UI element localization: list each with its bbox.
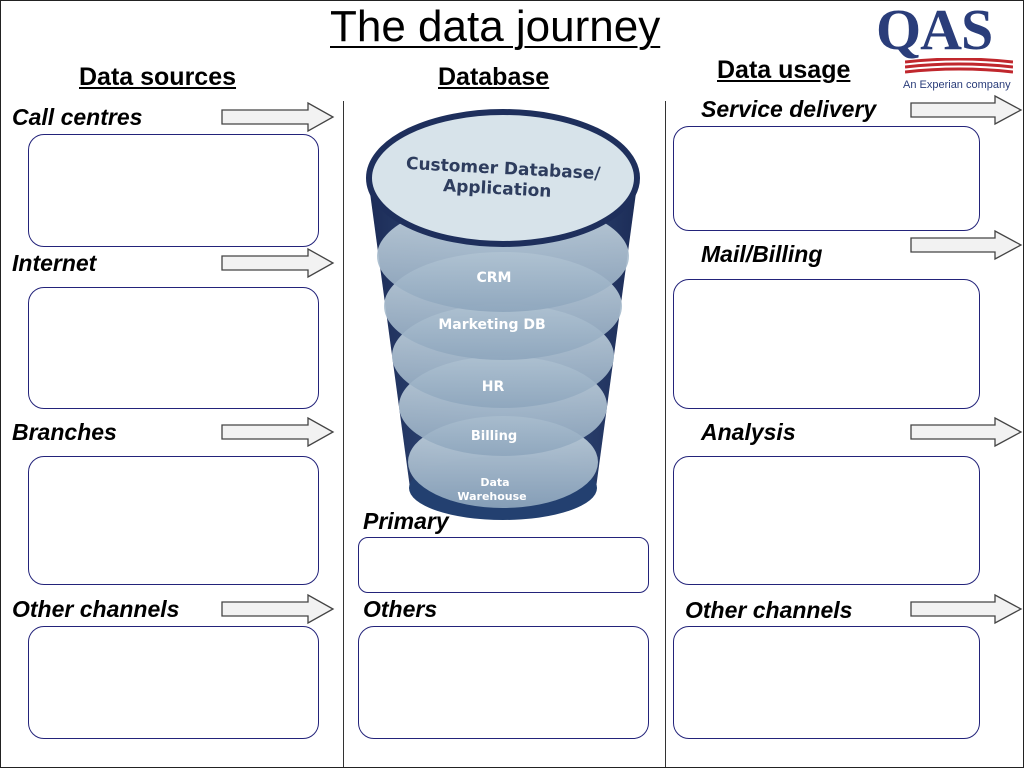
source-box-internet[interactable] xyxy=(28,287,319,409)
arrow-right-icon xyxy=(221,593,335,625)
arrow-right-icon xyxy=(910,593,1023,625)
page-title: The data journey xyxy=(330,2,661,51)
usage-label-analysis: Analysis xyxy=(701,419,796,445)
heading-data-usage: Data usage xyxy=(717,56,851,84)
arrow-right-icon xyxy=(221,101,335,133)
database-cylinder: Customer Database/ Application CRM Marke… xyxy=(366,109,640,520)
usage-label-other-channels: Other channels xyxy=(685,597,853,623)
usage-box-other-channels[interactable] xyxy=(673,626,980,739)
source-label-branches: Branches xyxy=(12,419,117,445)
heading-data-sources: Data sources xyxy=(79,63,237,91)
logo-tagline: An Experian company xyxy=(903,79,1011,91)
db-box-primary[interactable] xyxy=(358,537,649,593)
arrow-right-icon xyxy=(910,229,1023,261)
heading-database: Database xyxy=(438,63,550,91)
usage-box-service-delivery[interactable] xyxy=(673,126,980,231)
db-layer-hr: HR xyxy=(482,379,505,395)
arrow-right-icon xyxy=(910,416,1023,448)
db-box-others[interactable] xyxy=(358,626,649,739)
db-layer-billing: Billing xyxy=(471,429,517,444)
source-box-call-centres[interactable] xyxy=(28,134,319,247)
db-layer-crm: CRM xyxy=(477,270,512,286)
logo-stripes-icon xyxy=(905,58,1013,74)
db-layer-marketing: Marketing DB xyxy=(438,317,545,333)
arrow-right-icon xyxy=(910,94,1023,126)
usage-label-service-delivery: Service delivery xyxy=(701,96,877,122)
source-label-call-centres: Call centres xyxy=(12,104,143,130)
source-box-other-channels[interactable] xyxy=(28,626,319,739)
arrow-right-icon xyxy=(221,416,335,448)
db-base-line2: Warehouse xyxy=(457,490,526,503)
usage-label-mail-billing: Mail/Billing xyxy=(701,241,823,267)
db-label-others: Others xyxy=(363,596,438,622)
qas-logo: QAS xyxy=(876,0,993,62)
db-base-line1: Data xyxy=(480,476,509,489)
usage-box-analysis[interactable] xyxy=(673,456,980,585)
arrow-right-icon xyxy=(221,247,335,279)
divider-right xyxy=(665,101,666,767)
source-box-branches[interactable] xyxy=(28,456,319,585)
divider-left xyxy=(343,101,344,767)
usage-box-mail-billing[interactable] xyxy=(673,279,980,409)
db-label-primary: Primary xyxy=(363,508,449,534)
source-label-internet: Internet xyxy=(12,250,97,276)
source-label-other-channels: Other channels xyxy=(12,596,180,622)
